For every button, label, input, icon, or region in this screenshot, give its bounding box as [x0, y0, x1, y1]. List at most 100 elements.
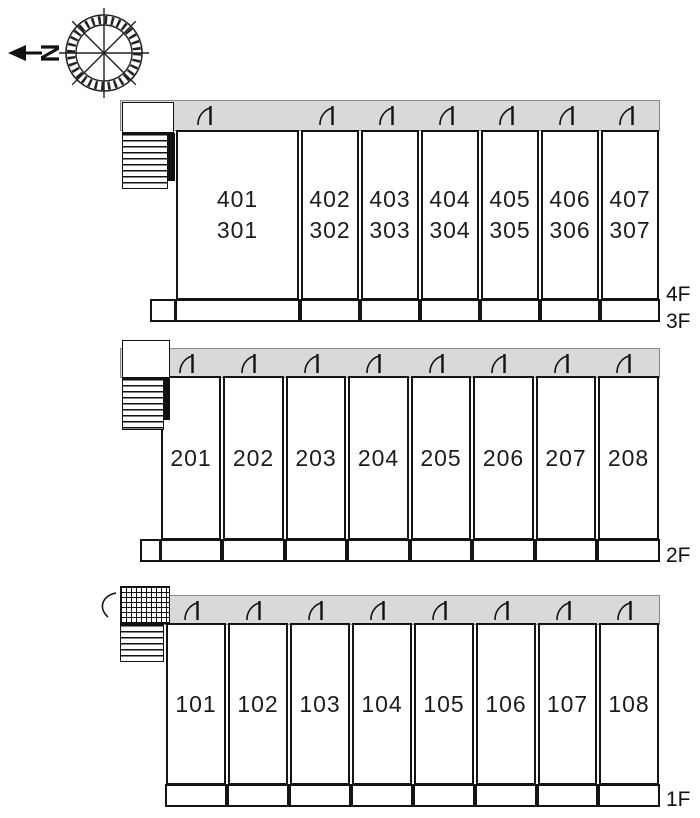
north-label: N [35, 44, 65, 63]
door-swing-icon [245, 599, 265, 623]
balcony-segment [289, 784, 351, 807]
balcony-segment [347, 539, 410, 562]
door-swing-icon [178, 352, 198, 376]
room-204: 204 [348, 376, 409, 540]
room-207: 207 [536, 376, 596, 540]
room-number: 106 [485, 690, 527, 717]
room-402-302: 402 302 [301, 130, 359, 300]
balcony-segment [475, 784, 537, 807]
door-swing-icon [196, 104, 216, 128]
balcony-segment [597, 539, 660, 562]
door-swing-icon [307, 599, 327, 623]
balcony-segment [351, 784, 413, 807]
staircase-grid-1f [120, 586, 170, 624]
room-206: 206 [473, 376, 534, 540]
room-number: 201 [170, 444, 212, 471]
stair-wall-upper [168, 133, 175, 181]
door-swing-icon [558, 104, 578, 128]
room-number: 108 [608, 690, 650, 717]
door-swing-icon [183, 599, 203, 623]
floor-label-2f: 2F [666, 544, 691, 567]
room-201: 201 [161, 376, 221, 540]
room-number: 302 [309, 217, 351, 243]
balcony-segment [540, 299, 600, 322]
north-arrow-icon [8, 45, 26, 61]
room-406-306: 406 306 [541, 130, 599, 300]
compass-rose [59, 8, 149, 98]
balcony-segment [537, 784, 598, 807]
room-103: 103 [290, 623, 350, 785]
room-number: 404 [429, 186, 471, 212]
door-swing-icon [303, 352, 323, 376]
room-number: 103 [299, 690, 341, 717]
room-number: 401 [216, 186, 259, 212]
door-swing-icon [365, 352, 385, 376]
stair-entry-arc [101, 592, 117, 618]
door-swing-icon [493, 599, 513, 623]
balcony-segment [600, 299, 660, 322]
room-401-301: 401 301 [176, 130, 299, 300]
room-number: 305 [489, 217, 531, 243]
door-swing-icon [369, 599, 389, 623]
balcony-segment [360, 299, 420, 322]
compass: N [0, 4, 160, 109]
balcony-segment [165, 784, 227, 807]
stair-landing-2f [122, 340, 170, 378]
room-102: 102 [228, 623, 288, 785]
room-number: 207 [545, 444, 587, 471]
room-105: 105 [414, 623, 474, 785]
balcony-segment [227, 784, 289, 807]
room-405-305: 405 305 [481, 130, 539, 300]
balcony-segment [420, 299, 480, 322]
room-108: 108 [599, 623, 659, 785]
balcony-segment [175, 299, 300, 322]
balcony-segment [472, 539, 535, 562]
balcony-segment [480, 299, 540, 322]
door-swing-icon [555, 599, 575, 623]
room-403-303: 403 303 [361, 130, 419, 300]
room-101: 101 [166, 623, 226, 785]
door-swing-icon [490, 352, 510, 376]
door-swing-icon [618, 104, 638, 128]
door-swing-icon [615, 352, 635, 376]
room-number: 105 [423, 690, 465, 717]
room-number: 304 [429, 217, 471, 243]
room-number: 407 [609, 186, 651, 212]
room-404-304: 404 304 [421, 130, 479, 300]
room-number: 104 [361, 690, 403, 717]
room-202: 202 [223, 376, 284, 540]
staircase-2f [122, 378, 164, 430]
balcony-segment [150, 299, 176, 322]
staircase-1f [120, 624, 164, 662]
floor-label-1f: 1F [666, 788, 691, 811]
door-swing-icon [498, 104, 518, 128]
room-number: 307 [609, 217, 651, 243]
door-swing-icon [318, 104, 338, 128]
balcony-segment [598, 784, 660, 807]
floor-label-4f: 4F [666, 283, 691, 306]
room-106: 106 [476, 623, 536, 785]
balcony-segment [410, 539, 472, 562]
room-number: 301 [216, 217, 259, 243]
room-number: 204 [357, 444, 400, 471]
balcony-segment [535, 539, 597, 562]
door-swing-icon [428, 352, 448, 376]
door-swing-icon [378, 104, 398, 128]
room-number: 303 [369, 217, 411, 243]
room-number: 202 [232, 444, 275, 471]
door-swing-icon [553, 352, 573, 376]
door-swing-icon [616, 599, 636, 623]
room-number: 203 [295, 444, 337, 471]
balcony-segment [300, 299, 360, 322]
room-205: 205 [411, 376, 471, 540]
room-number: 101 [175, 690, 217, 717]
room-number: 107 [546, 690, 589, 717]
balcony-segment [140, 539, 161, 562]
room-number: 208 [607, 444, 650, 471]
room-104: 104 [352, 623, 412, 785]
door-swing-icon [240, 352, 260, 376]
room-number: 402 [309, 186, 351, 212]
room-number: 205 [420, 444, 462, 471]
room-107: 107 [538, 623, 597, 785]
room-number: 102 [237, 690, 279, 717]
